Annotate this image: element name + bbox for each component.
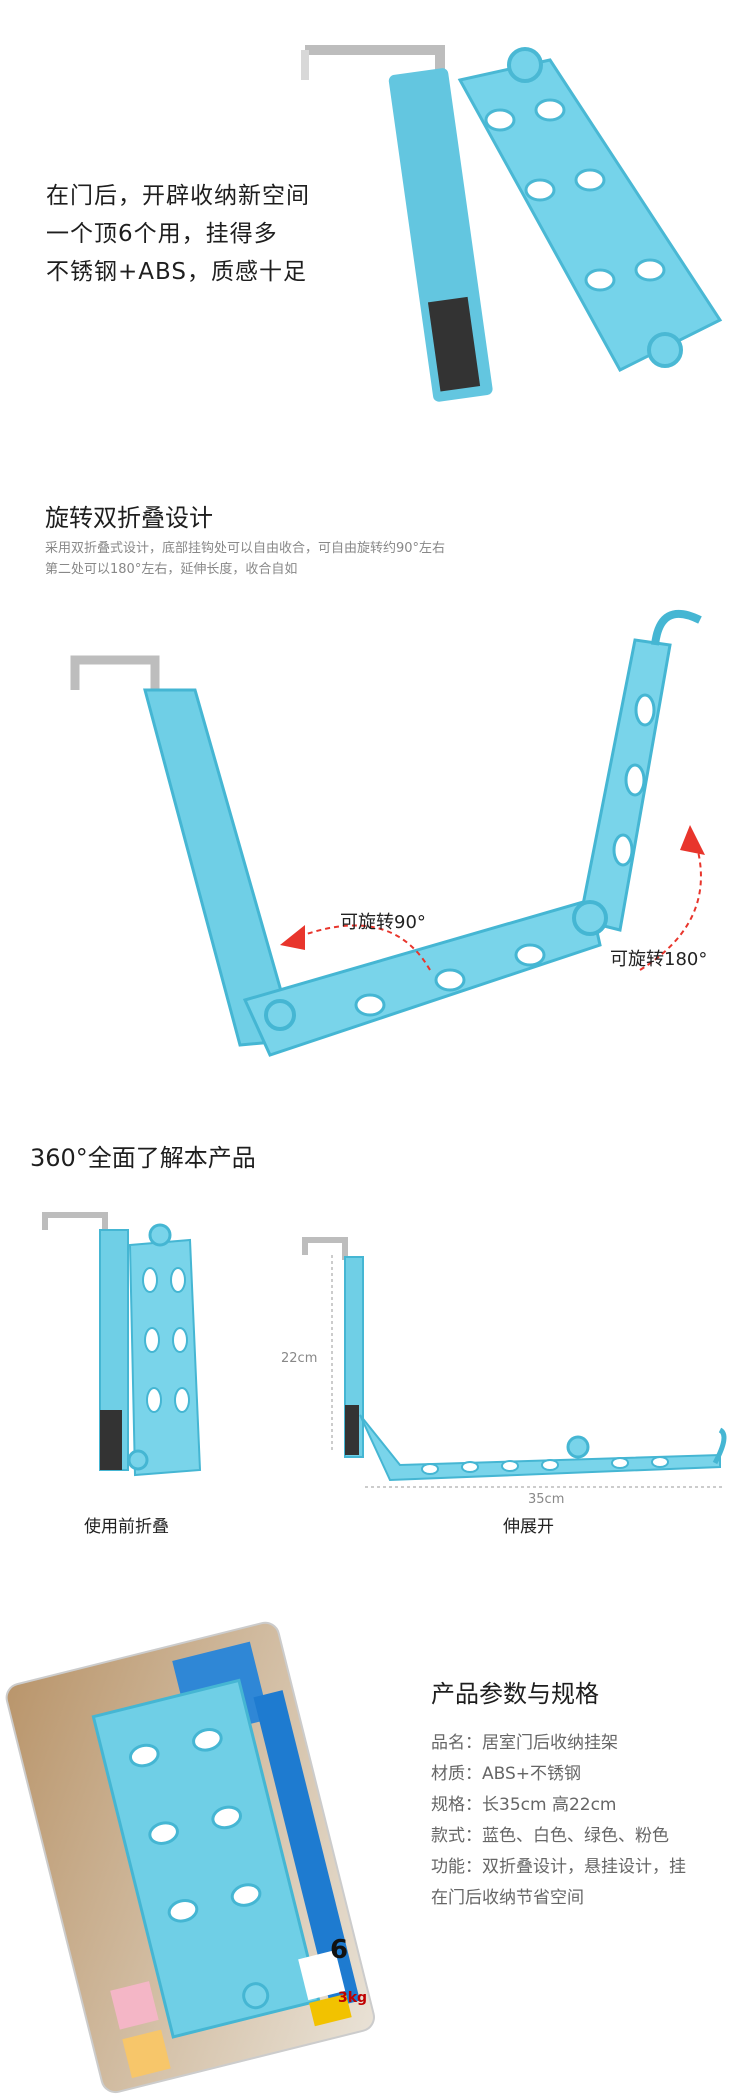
package-count-label: 6: [330, 1935, 349, 1965]
spec-row-material: 材质：ABS+不锈钢: [431, 1764, 582, 1784]
rotate-section-desc-2: 第二处可以180°左右，延伸长度，收合自如: [45, 562, 298, 577]
package-image: [5, 1621, 375, 2094]
spec-row-styles: 款式：蓝色、白色、绿色、粉色: [431, 1826, 669, 1846]
spec-row-size: 规格：长35cm 高22cm: [431, 1795, 617, 1815]
extended-hanger-image: [302, 1237, 727, 1488]
package-weight-label: 3kg: [338, 1990, 368, 2006]
intro-line-3: 不锈钢+ABS，质感十足: [46, 259, 307, 285]
caption-folded: 使用前折叠: [84, 1517, 169, 1537]
rotate-180-label: 可旋转180°: [610, 949, 708, 970]
rotation-diagram-image: [70, 609, 705, 1057]
rotate-section-title: 旋转双折叠设计: [45, 504, 213, 532]
dimension-height-label: 22cm: [281, 1351, 318, 1366]
view-section-title: 360°全面了解本产品: [30, 1144, 256, 1172]
spec-title: 产品参数与规格: [431, 1680, 599, 1708]
spec-row-name: 品名：居室门后收纳挂架: [431, 1733, 618, 1753]
spec-row-function-cont: 在门后收纳节省空间: [431, 1888, 584, 1908]
intro-line-2: 一个顶6个用，挂得多: [46, 221, 278, 247]
rotate-90-label: 可旋转90°: [340, 912, 426, 933]
spec-row-function: 功能：双折叠设计，悬挂设计，挂: [431, 1857, 686, 1877]
rotate-section-desc-1: 采用双折叠式设计，底部挂钩处可以自由收合，可自由旋转约90°左右: [45, 541, 446, 556]
dimension-width-label: 35cm: [528, 1492, 565, 1507]
hero-hanger-image: [301, 45, 723, 402]
intro-line-1: 在门后，开辟收纳新空间: [46, 183, 310, 209]
caption-extended: 伸展开: [503, 1517, 554, 1537]
folded-hanger-image: [42, 1212, 202, 1477]
